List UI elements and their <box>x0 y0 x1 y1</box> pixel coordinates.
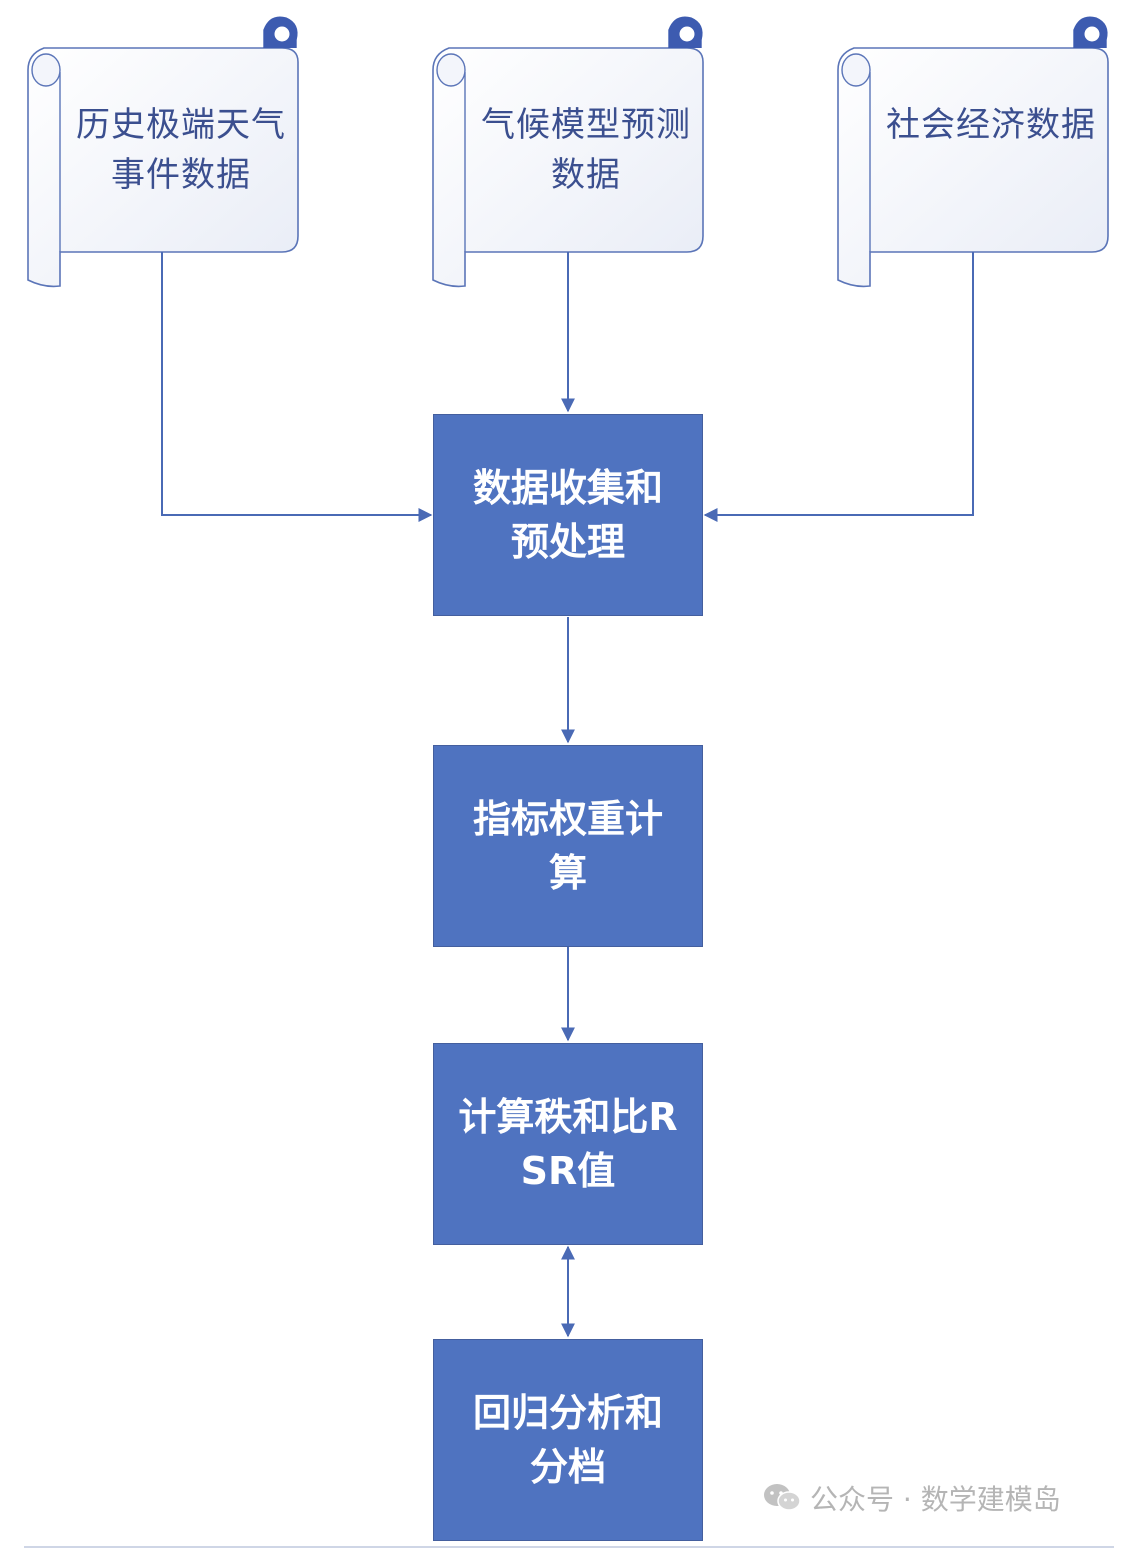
watermark-text: 公众号 · 数学建模岛 <box>810 1483 1061 1516</box>
step-weights-box: 指标权重计算 <box>433 745 703 947</box>
step-preprocess-box: 数据收集和预处理 <box>433 414 703 616</box>
step-regression-box: 回归分析和分档 <box>433 1339 703 1541</box>
connector-historical-to-preprocess <box>161 252 433 522</box>
source-historical-label: 历史极端天气事件数据 <box>76 105 286 195</box>
wechat-icon <box>764 1484 801 1511</box>
step-rsr-label: 计算秩和比RSR值 <box>458 1095 678 1193</box>
step-regression-label: 回归分析和分档 <box>472 1391 663 1489</box>
source-climate-label: 气候模型预测数据 <box>481 105 691 195</box>
scroll-shape-socioeconomic <box>837 16 1109 288</box>
step-weights-label: 指标权重计算 <box>472 797 663 895</box>
watermark: 公众号 · 数学建模岛 <box>762 1478 1061 1518</box>
connector-socioeconomic-to-preprocess <box>703 252 974 522</box>
step-preprocess-label: 数据收集和预处理 <box>472 466 663 564</box>
source-socioeconomic-label: 社会经济数据 <box>886 105 1096 145</box>
step-rsr-box: 计算秩和比RSR值 <box>433 1043 703 1245</box>
scroll-shape-historical <box>27 16 299 288</box>
scroll-shape-climate <box>432 16 704 288</box>
bottom-divider <box>24 1546 1114 1548</box>
